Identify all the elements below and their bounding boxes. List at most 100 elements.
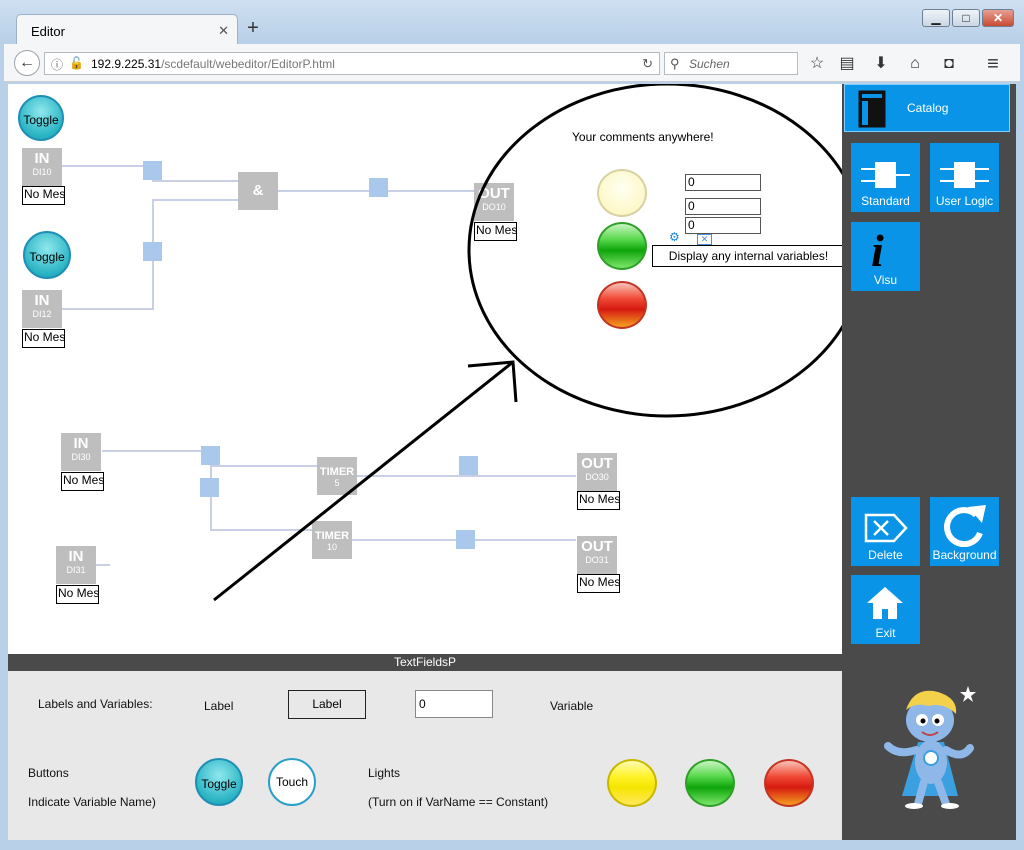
block-title: TIMER (314, 530, 350, 542)
maximize-button[interactable]: □ (952, 9, 980, 27)
input-message-di30: No Mes (61, 472, 104, 491)
tab-close-icon[interactable]: ✕ (218, 23, 229, 38)
block-title: IN (68, 548, 84, 565)
user-logic-tile[interactable]: User Logic (930, 143, 999, 212)
mascot-image (884, 686, 976, 809)
back-button[interactable]: ← (14, 50, 40, 76)
block-title: IN (34, 150, 50, 167)
editor-page: Toggle Toggle IN DI10 No Mes IN DI12 No … (8, 84, 1016, 840)
comment-text[interactable]: Your comments anywhere! (572, 130, 714, 144)
menu-icon[interactable]: ≡ (987, 53, 999, 75)
input-block-di10[interactable]: IN DI10 (22, 148, 62, 186)
toggle-button-1[interactable]: Toggle (18, 95, 64, 141)
reload-icon[interactable]: ↻ (642, 56, 653, 71)
exit-label: Exit (875, 626, 896, 640)
wire (96, 564, 110, 566)
url-text: 192.9.225.31/scdefault/webeditor/EditorP… (91, 57, 335, 71)
browser-tab-editor[interactable]: Editor ✕ (16, 14, 238, 46)
wire (152, 180, 238, 182)
address-bar[interactable]: ⓘ 🔓 192.9.225.31/scdefault/webeditor/Edi… (44, 52, 660, 75)
wire (62, 165, 152, 167)
annotation-circle (467, 84, 842, 418)
background-tile[interactable]: Background (930, 497, 999, 566)
variable-field-3[interactable]: 0 (685, 217, 761, 234)
light-red-sample[interactable] (764, 759, 814, 807)
light-yellow-sample[interactable] (607, 759, 657, 807)
internal-variable-label[interactable]: Display any internal variables! (652, 245, 845, 267)
wire-connector[interactable] (201, 446, 220, 465)
visu-label: Visu (873, 273, 898, 287)
wire-connector[interactable] (369, 178, 388, 197)
logic-block-icon (940, 162, 989, 188)
variable-field-1[interactable]: 0 (685, 174, 761, 191)
info-icon[interactable]: ⓘ (51, 58, 64, 72)
standard-tile[interactable]: Standard (851, 143, 920, 212)
catalog-label: Catalog (907, 101, 949, 115)
reading-list-icon[interactable]: ▤ (839, 55, 855, 72)
output-block-do10[interactable]: OUT DO10 (474, 183, 514, 221)
wire-connector[interactable] (459, 456, 478, 475)
output-block-do30[interactable]: OUT DO30 (577, 453, 617, 491)
bookmark-star-icon[interactable]: ☆ (809, 55, 825, 72)
block-title: IN (73, 435, 89, 452)
wire-connector[interactable] (143, 242, 162, 261)
search-icon: ⚲ (670, 56, 680, 71)
labels-variables-caption: Labels and Variables: (38, 697, 153, 711)
lights-note: (Turn on if VarName == Constant) (368, 795, 549, 809)
gear-icon[interactable]: ⚙ (669, 230, 680, 244)
catalog-header[interactable]: Catalog (844, 84, 1010, 132)
timer-block-10[interactable]: TIMER 10 (312, 521, 352, 559)
and-block[interactable]: & (238, 172, 278, 210)
delete-tile[interactable]: Delete (851, 497, 920, 566)
tab-title: Editor (31, 24, 65, 39)
search-box[interactable]: ⚲ Suchen (664, 52, 798, 75)
light-green (597, 222, 647, 270)
light-green-sample[interactable] (685, 759, 735, 807)
download-icon[interactable]: ⬇ (874, 55, 888, 72)
wire-connector[interactable] (200, 478, 219, 497)
touch-sample-button[interactable]: Touch (268, 758, 316, 806)
block-sub: DI12 (32, 309, 52, 319)
input-block-di31[interactable]: IN DI31 (56, 546, 96, 584)
catalog-sidebar: Catalog Standard User Logic i Visu (842, 84, 1016, 840)
insecure-lock-icon[interactable]: 🔓 (69, 56, 84, 70)
toggle-sample-button[interactable]: Toggle (195, 758, 243, 806)
block-sub: 10 (326, 542, 337, 552)
variable-field-2[interactable]: 0 (685, 198, 761, 215)
exit-tile[interactable]: Exit (851, 575, 920, 644)
minimize-button[interactable]: ▁ (922, 9, 950, 27)
url-host: 192.9.225.31 (91, 57, 162, 71)
label-sample-button[interactable]: Label (288, 690, 366, 719)
block-title: IN (34, 292, 50, 309)
timer-block-5[interactable]: TIMER 5 (317, 457, 357, 495)
navigation-bar: ← ⓘ 🔓 192.9.225.31/scdefault/webeditor/E… (4, 44, 1020, 82)
browser-title-bar: Editor ✕ + ▁ □ ✕ (0, 0, 1024, 46)
output-block-do31[interactable]: OUT DO31 (577, 536, 617, 574)
visu-tile[interactable]: i Visu (851, 222, 920, 291)
logic-canvas[interactable]: Toggle Toggle IN DI10 No Mes IN DI12 No … (8, 84, 845, 654)
delete-icon (864, 513, 908, 543)
home-icon[interactable]: ⌂ (910, 55, 920, 72)
wire (356, 475, 576, 477)
wire (152, 199, 238, 201)
toggle-button-2[interactable]: Toggle (23, 231, 71, 279)
block-title: OUT (581, 538, 613, 555)
wire-connector[interactable] (143, 161, 162, 180)
delete-icon[interactable]: ✕ (697, 234, 712, 245)
input-block-di30[interactable]: IN DI30 (61, 433, 101, 471)
variable-sample-field[interactable]: 0 (415, 690, 493, 718)
pocket-icon[interactable]: ◘ (944, 55, 954, 72)
annotation-arrow-line (213, 360, 514, 602)
search-placeholder: Suchen (689, 57, 730, 71)
input-block-di12[interactable]: IN DI12 (22, 290, 62, 328)
wire-connector[interactable] (456, 530, 475, 549)
wire (210, 465, 318, 467)
home-icon (867, 587, 903, 619)
window-close-button[interactable]: ✕ (982, 9, 1014, 27)
block-sub: DO31 (585, 555, 609, 565)
info-i-icon: i (871, 225, 884, 276)
panel-title-bar: TextFieldsP (8, 654, 842, 671)
new-tab-button[interactable]: + (247, 17, 259, 39)
standard-label: Standard (861, 194, 910, 208)
refresh-icon (944, 505, 986, 547)
